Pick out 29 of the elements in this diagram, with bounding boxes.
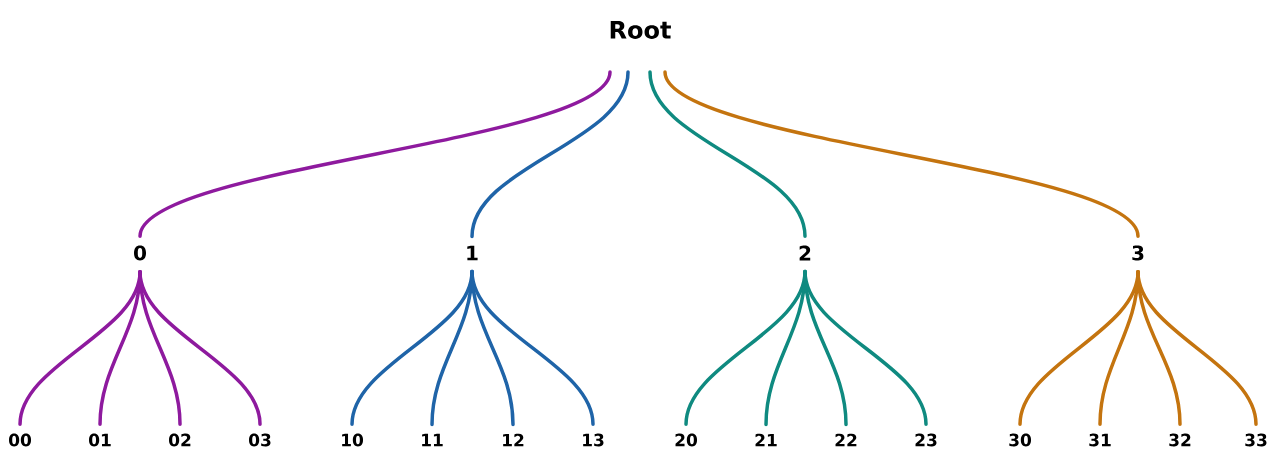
branch-label: 0 xyxy=(134,245,146,261)
branch-line xyxy=(1136,270,1258,427)
leaf-label: 20 xyxy=(675,433,697,447)
leaf-label: 02 xyxy=(169,433,191,447)
leaf-label: 12 xyxy=(503,433,524,447)
branch-label: 1 xyxy=(467,245,478,261)
branch-line xyxy=(663,70,1140,238)
leaf-label: 33 xyxy=(1245,433,1267,447)
leaf-label: 23 xyxy=(915,433,937,447)
leaf-label: 10 xyxy=(342,433,364,447)
root-label: Root xyxy=(610,21,671,39)
leaf-label: 31 xyxy=(1089,433,1111,447)
leaf-label: 00 xyxy=(9,433,32,447)
leaf-label: 32 xyxy=(1169,433,1191,447)
branch-line xyxy=(138,270,262,427)
branch-line xyxy=(803,269,928,427)
leaf-label: 21 xyxy=(755,433,777,447)
leaf-label: 13 xyxy=(583,433,604,447)
branch-line xyxy=(470,70,630,239)
branch-label: 2 xyxy=(799,245,811,261)
leaf-label: 03 xyxy=(249,433,271,447)
leaf-label: 11 xyxy=(422,433,443,447)
branch-line xyxy=(470,269,595,427)
leaf-label: 22 xyxy=(835,433,857,447)
leaf-label: 01 xyxy=(89,433,111,447)
leaf-label: 30 xyxy=(1009,433,1031,447)
branch-line xyxy=(648,70,807,239)
branch-label: 3 xyxy=(1132,245,1144,261)
branch-line xyxy=(138,70,612,238)
